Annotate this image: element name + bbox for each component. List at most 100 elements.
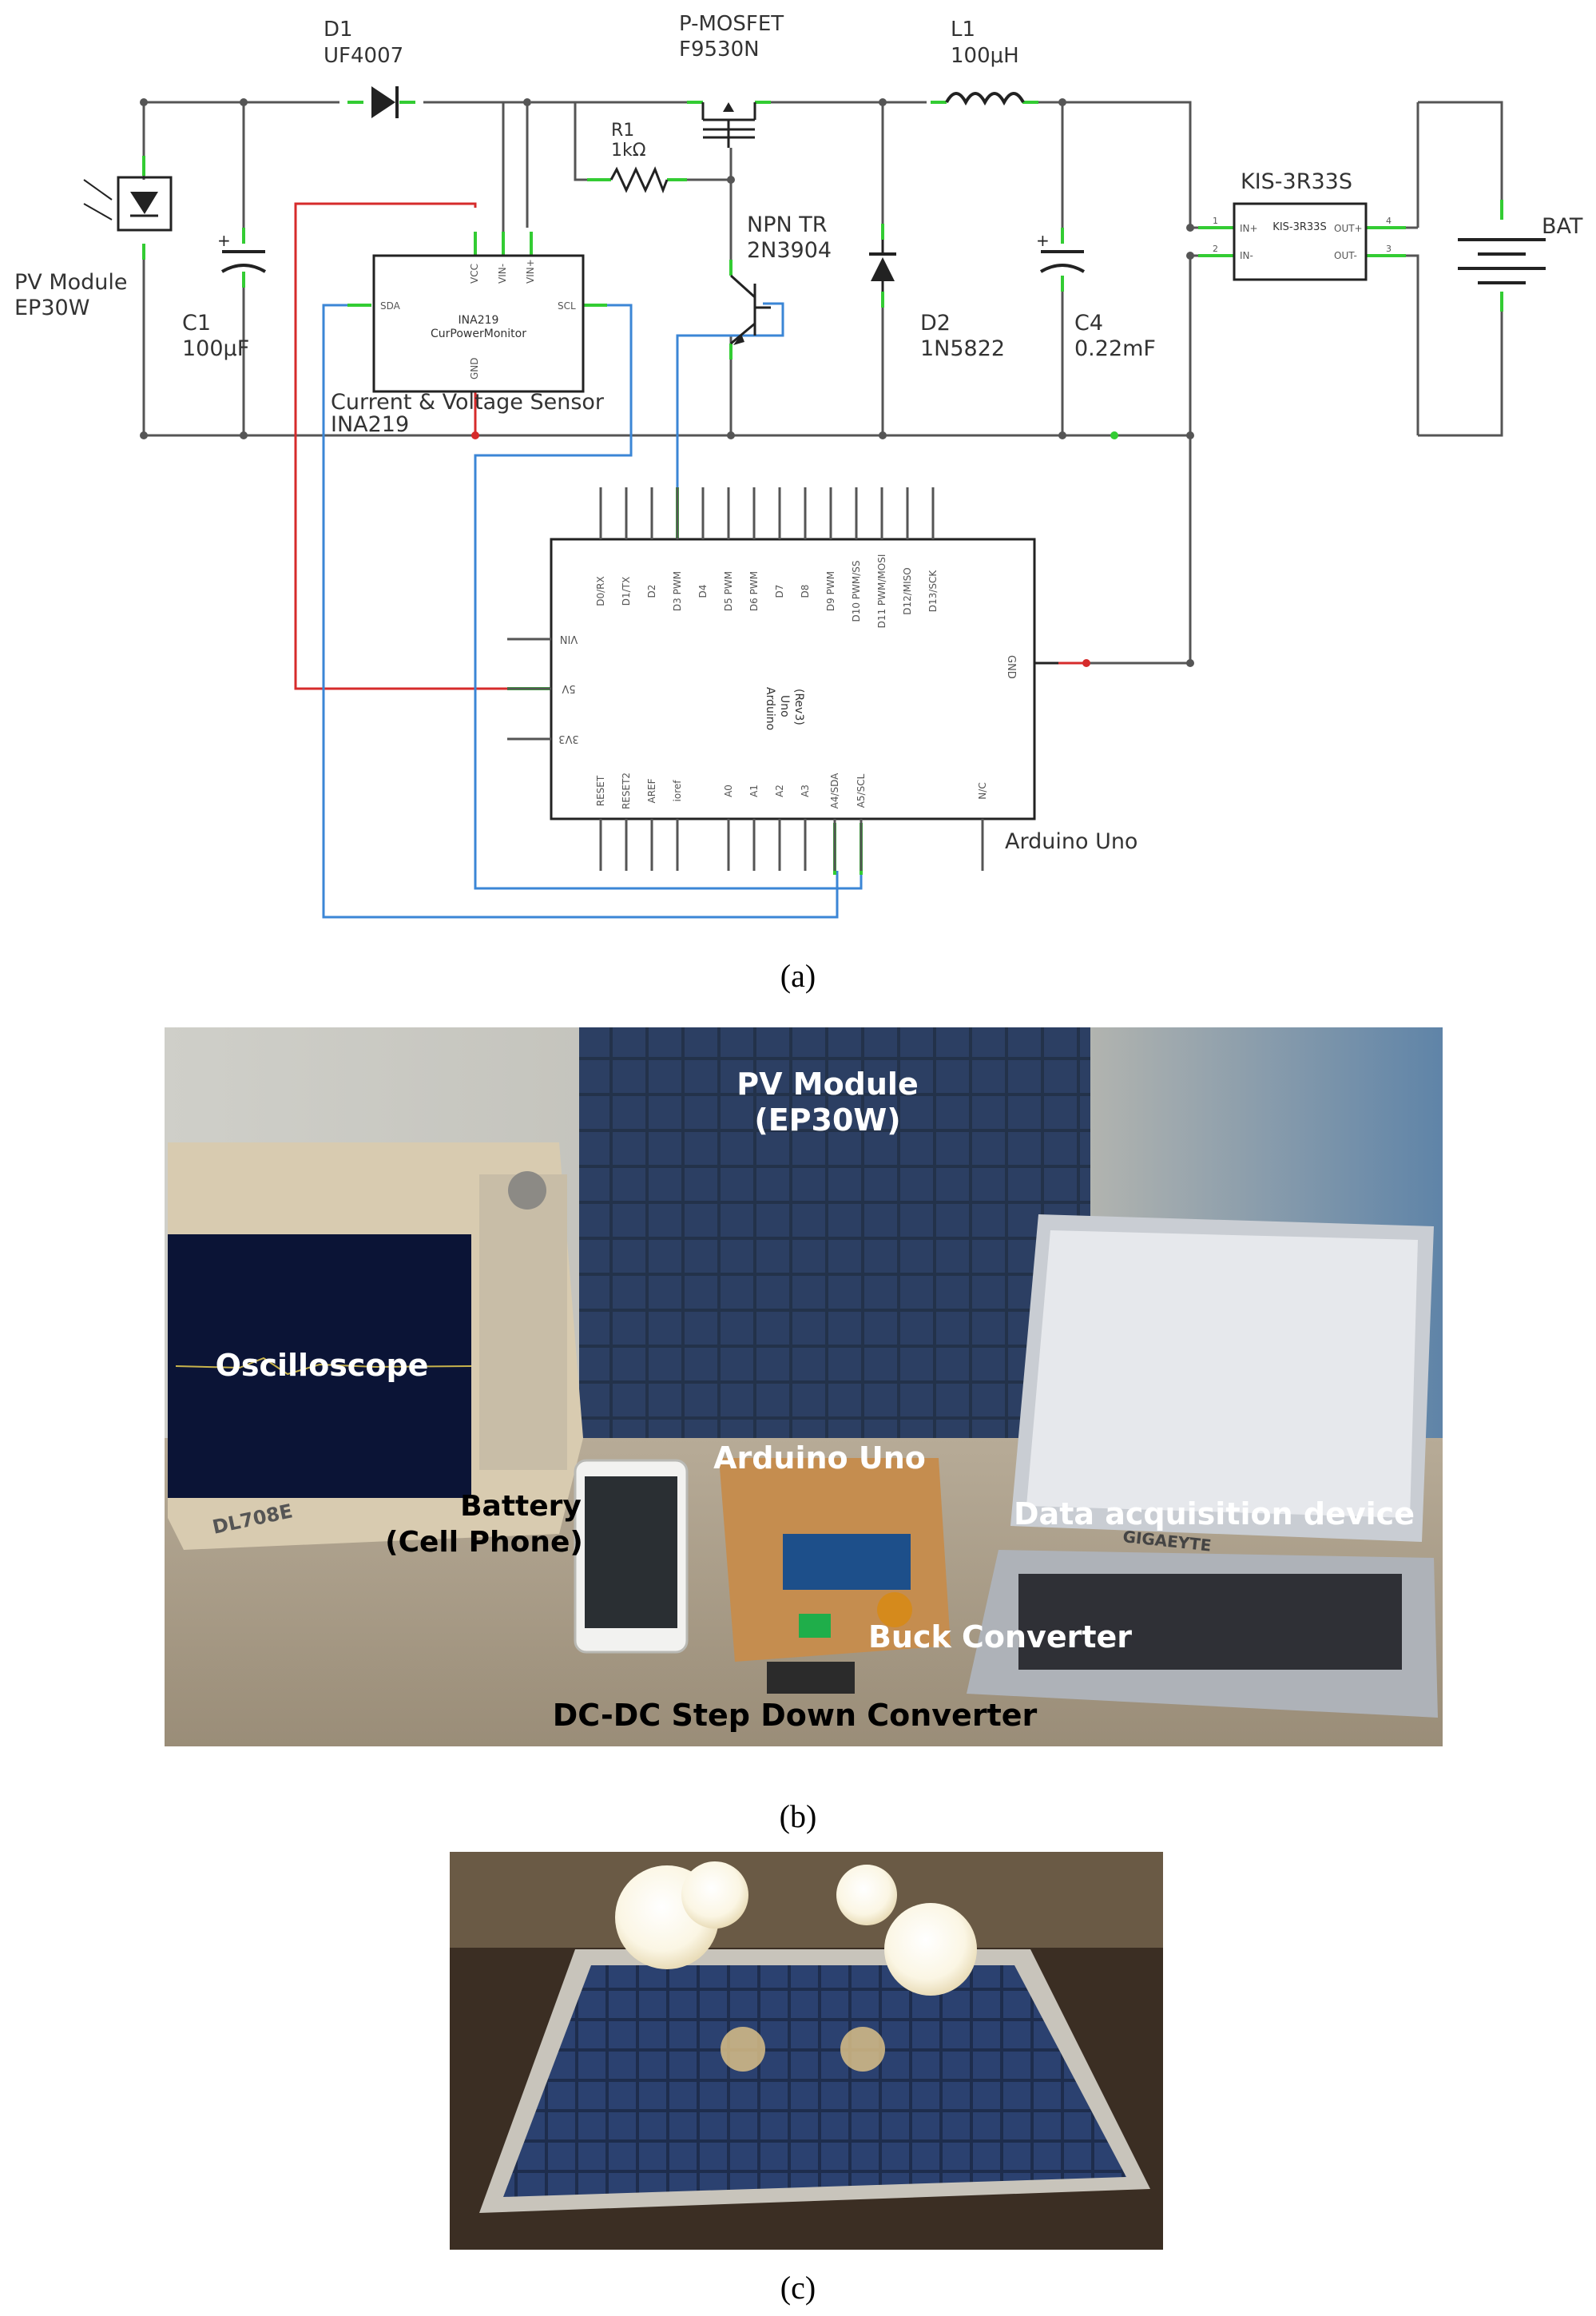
gnd-junction — [471, 431, 479, 439]
arduino-top-pin-label: D1/TX — [621, 577, 632, 606]
schematic-wires — [142, 101, 1503, 665]
kis-pin-num-1: 1 — [1213, 216, 1218, 226]
ina219-pin-vin-minus: VIN- — [497, 264, 508, 284]
caption-a: (a) — [780, 958, 816, 994]
d2-ref: D2 — [920, 311, 951, 336]
arduino-bottom-pin-label: RESET — [595, 775, 606, 806]
npn-part: 2N3904 — [747, 238, 832, 263]
green-junction — [1110, 431, 1118, 439]
arduino-top-pin-label: D6 PWM — [748, 571, 760, 611]
pv-module-icon — [83, 176, 173, 232]
photo-c-shelf — [450, 1852, 1163, 1948]
sensor-caption-2: INA219 — [331, 412, 409, 437]
arduino-bottom-pin-label: N/C — [977, 782, 988, 799]
ina219-pin-vcc: VCC — [469, 264, 480, 284]
arduino-top-pin-label: D11 PWM/MOSI — [876, 554, 887, 629]
npn-ref: NPN TR — [747, 213, 828, 237]
ina219-chip: INA219 — [459, 314, 499, 327]
bulb-reflection-icon — [721, 2027, 765, 2072]
kis-pin-num-4: 4 — [1386, 216, 1392, 226]
mosfet-ref: P-MOSFET — [679, 12, 784, 36]
c1-ref: C1 — [182, 311, 211, 336]
arduino-bottom-pin-label: ioref — [672, 780, 683, 802]
label-dcdc: DC-DC Step Down Converter — [553, 1698, 1038, 1733]
c1-value: 100μF — [182, 336, 249, 361]
c4-capacitor-icon: + — [1036, 231, 1086, 273]
light-bulb-icon — [884, 1903, 977, 1996]
arduino-bottom-pin-label: RESET2 — [621, 773, 632, 809]
caption-c: (c) — [780, 2270, 816, 2306]
arduino-inner-2: Uno — [778, 695, 791, 717]
resistor-icon — [609, 166, 669, 194]
d2-part: 1N5822 — [920, 336, 1005, 361]
kis-pin-out-plus: OUT+ — [1334, 223, 1363, 234]
arduino-top-pin-label: D5 PWM — [723, 571, 734, 611]
r1-value: 1kΩ — [611, 141, 646, 161]
arduino-left-pins: VIN 5V 3V3 — [507, 633, 579, 745]
arduino-box — [550, 538, 1036, 820]
ina219-pin-sda: SDA — [380, 300, 401, 312]
arduino-bottom-pin-label: A0 — [723, 785, 734, 797]
label-oscilloscope: Oscilloscope — [216, 1348, 429, 1383]
arduino-left-pin-label: VIN — [560, 633, 578, 645]
ina219-pin-vin-plus: VIN+ — [525, 259, 536, 284]
arduino-top-pin-label: D13/SCK — [927, 570, 939, 613]
arduino-top-pin-label: D4 — [697, 585, 709, 598]
inductor-icon — [945, 92, 1025, 106]
lamp-photo-panel: (c) — [0, 1837, 1596, 2306]
cell-phone-screen — [585, 1476, 677, 1628]
ina219-pin-scl: SCL — [558, 300, 576, 312]
arduino-bottom-pin-label: A2 — [774, 785, 785, 797]
oscilloscope-photo — [168, 1142, 583, 1550]
arduino-bottom-pin-label: A4/SDA — [829, 773, 840, 809]
l1-value: 100μH — [951, 44, 1019, 68]
mosfet-part: F9530N — [679, 38, 760, 62]
arduino-bottom-pin-label: AREF — [646, 778, 657, 803]
junction-dots — [140, 98, 1194, 667]
kis-name: KIS-3R33S — [1241, 169, 1352, 194]
vcc-wire — [294, 202, 511, 690]
ina219-box — [372, 254, 585, 393]
arduino-top-pin-label: D2 — [646, 585, 657, 598]
bulb-reflection-icon — [840, 2027, 885, 2072]
i2c-wires — [322, 302, 863, 919]
battery-icon — [1458, 238, 1546, 284]
schematic-diagram: D1 UF4007 P-MOSFET F9530N L1 100μH R1 1k… — [14, 12, 1583, 919]
arduino-top-pin-label: D9 PWM — [825, 571, 836, 611]
r1-ref: R1 — [611, 121, 634, 141]
arduino-top-pin-label: D12/MISO — [902, 567, 913, 615]
c4-ref: C4 — [1074, 311, 1103, 336]
kis-box — [1233, 202, 1368, 281]
arduino-left-pin-label: 5V — [562, 682, 575, 694]
kis-pin-num-2: 2 — [1213, 244, 1218, 254]
l1-ref: L1 — [951, 18, 975, 42]
label-battery-2: (Cell Phone) — [385, 1526, 583, 1559]
ina219-sub: CurPowerMonitor — [431, 328, 526, 340]
ina219-pin-gnd: GND — [469, 357, 480, 379]
label-daq: Data acquisition device — [1014, 1496, 1415, 1531]
arduino-inner-1: Arduino — [764, 687, 776, 730]
caption-b: (b) — [779, 1798, 817, 1834]
c1-capacitor-icon: + — [217, 231, 267, 273]
label-buck: Buck Converter — [868, 1619, 1132, 1655]
npn-transistor-icon — [729, 274, 771, 345]
schematic-panel: D1 UF4007 P-MOSFET F9530N L1 100μH R1 1k… — [0, 0, 1596, 994]
pv-panel-photo — [579, 1027, 1090, 1451]
label-arduino: Arduino Uno — [713, 1440, 926, 1476]
laptop-photo — [967, 1214, 1438, 1718]
mosfet-arrow-icon — [723, 102, 734, 112]
arduino-bottom-pin-label: A5/SCL — [856, 773, 867, 808]
d2-diode-icon — [869, 240, 896, 292]
light-bulb-icon — [681, 1861, 748, 1929]
label-pv: PV Module — [736, 1067, 918, 1102]
arduino-top-pin-label: D0/RX — [595, 576, 606, 606]
d1-diode-icon — [371, 86, 399, 118]
pv-part: EP30W — [14, 296, 89, 320]
arduino-top-pin-label: D8 — [800, 585, 811, 598]
lab-photo-panel: PV Module (EP30W) Oscilloscope Battery (… — [0, 1023, 1596, 1834]
light-bulb-icon — [836, 1865, 897, 1925]
arduino-left-pin-label: 3V3 — [558, 733, 578, 745]
pv-name: PV Module — [14, 270, 128, 295]
